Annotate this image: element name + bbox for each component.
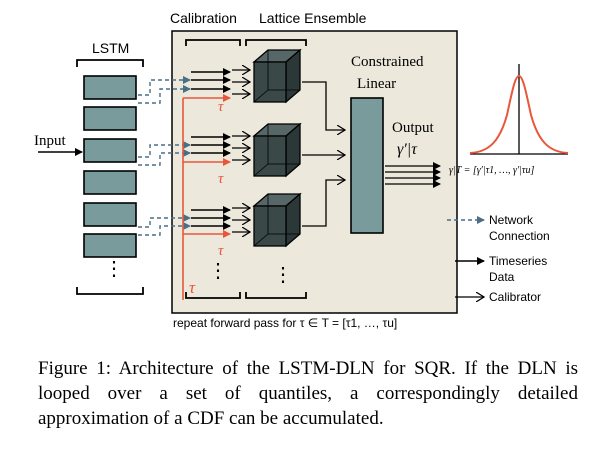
legend-timeseries-label: Timeseries Data xyxy=(489,253,547,285)
constrained-label: Constrained xyxy=(351,54,424,70)
lstm-label: LSTM xyxy=(92,40,130,56)
lstm-cell xyxy=(83,170,137,195)
lstm-cell xyxy=(83,75,137,100)
repeat-forward-label: repeat forward pass for τ ∈ T = [τ1, …, … xyxy=(173,316,398,330)
lattice-cube xyxy=(252,48,302,104)
cdf-distribution-plot xyxy=(469,64,569,155)
output-label: Output xyxy=(392,120,434,136)
lstm-stack xyxy=(83,75,137,258)
constrained-linear-block xyxy=(350,97,384,234)
tau-label: τ xyxy=(218,171,224,187)
tau-label: τ xyxy=(189,278,196,297)
network-connections xyxy=(138,76,191,236)
tau-label: τ xyxy=(218,99,224,115)
legend-timeseries-line1: Timeseries xyxy=(489,254,548,268)
legend-timeseries-line2: Data xyxy=(489,270,515,284)
lstm-dots: ⋮ xyxy=(104,258,124,280)
architecture-diagram xyxy=(38,30,569,314)
output-arrows xyxy=(385,162,441,188)
cube-to-linear-arrows xyxy=(302,81,345,227)
legend-network-line2: Connection xyxy=(489,229,550,243)
figure-caption: Figure 1: Architecture of the LSTM-DLN f… xyxy=(38,358,578,429)
lattice-ensemble-title: Lattice Ensemble xyxy=(259,10,367,26)
gamma-output-label: γ′|τ xyxy=(397,141,417,159)
tau-label: τ xyxy=(218,243,224,259)
timeseries-arrows xyxy=(191,68,231,230)
tau-lines xyxy=(182,94,231,300)
calibration-title: Calibration xyxy=(170,10,237,26)
brackets xyxy=(76,39,307,299)
calibration-dots: ⋮ xyxy=(208,260,228,282)
legend-calibrator-label: Calibrator xyxy=(489,290,542,304)
legend-network-line1: Network xyxy=(489,213,534,227)
legend-network-label: Network Connection xyxy=(489,212,550,244)
calibrator-arrows xyxy=(232,70,250,232)
lstm-cell xyxy=(83,233,137,258)
lstm-cell xyxy=(83,138,137,163)
lattice-cube xyxy=(252,122,302,178)
gamma-vector-label: γ|T = [γ′|τ1, …, γ′|τu] xyxy=(449,165,535,176)
lattice-cube xyxy=(252,192,302,248)
gamma-output-text: γ′|τ xyxy=(397,141,417,158)
lstm-cell xyxy=(83,106,137,131)
lattice-dots: ⋮ xyxy=(273,264,293,286)
linear-label: Linear xyxy=(357,76,397,92)
lstm-cell xyxy=(83,202,137,227)
input-label: Input xyxy=(34,133,66,149)
